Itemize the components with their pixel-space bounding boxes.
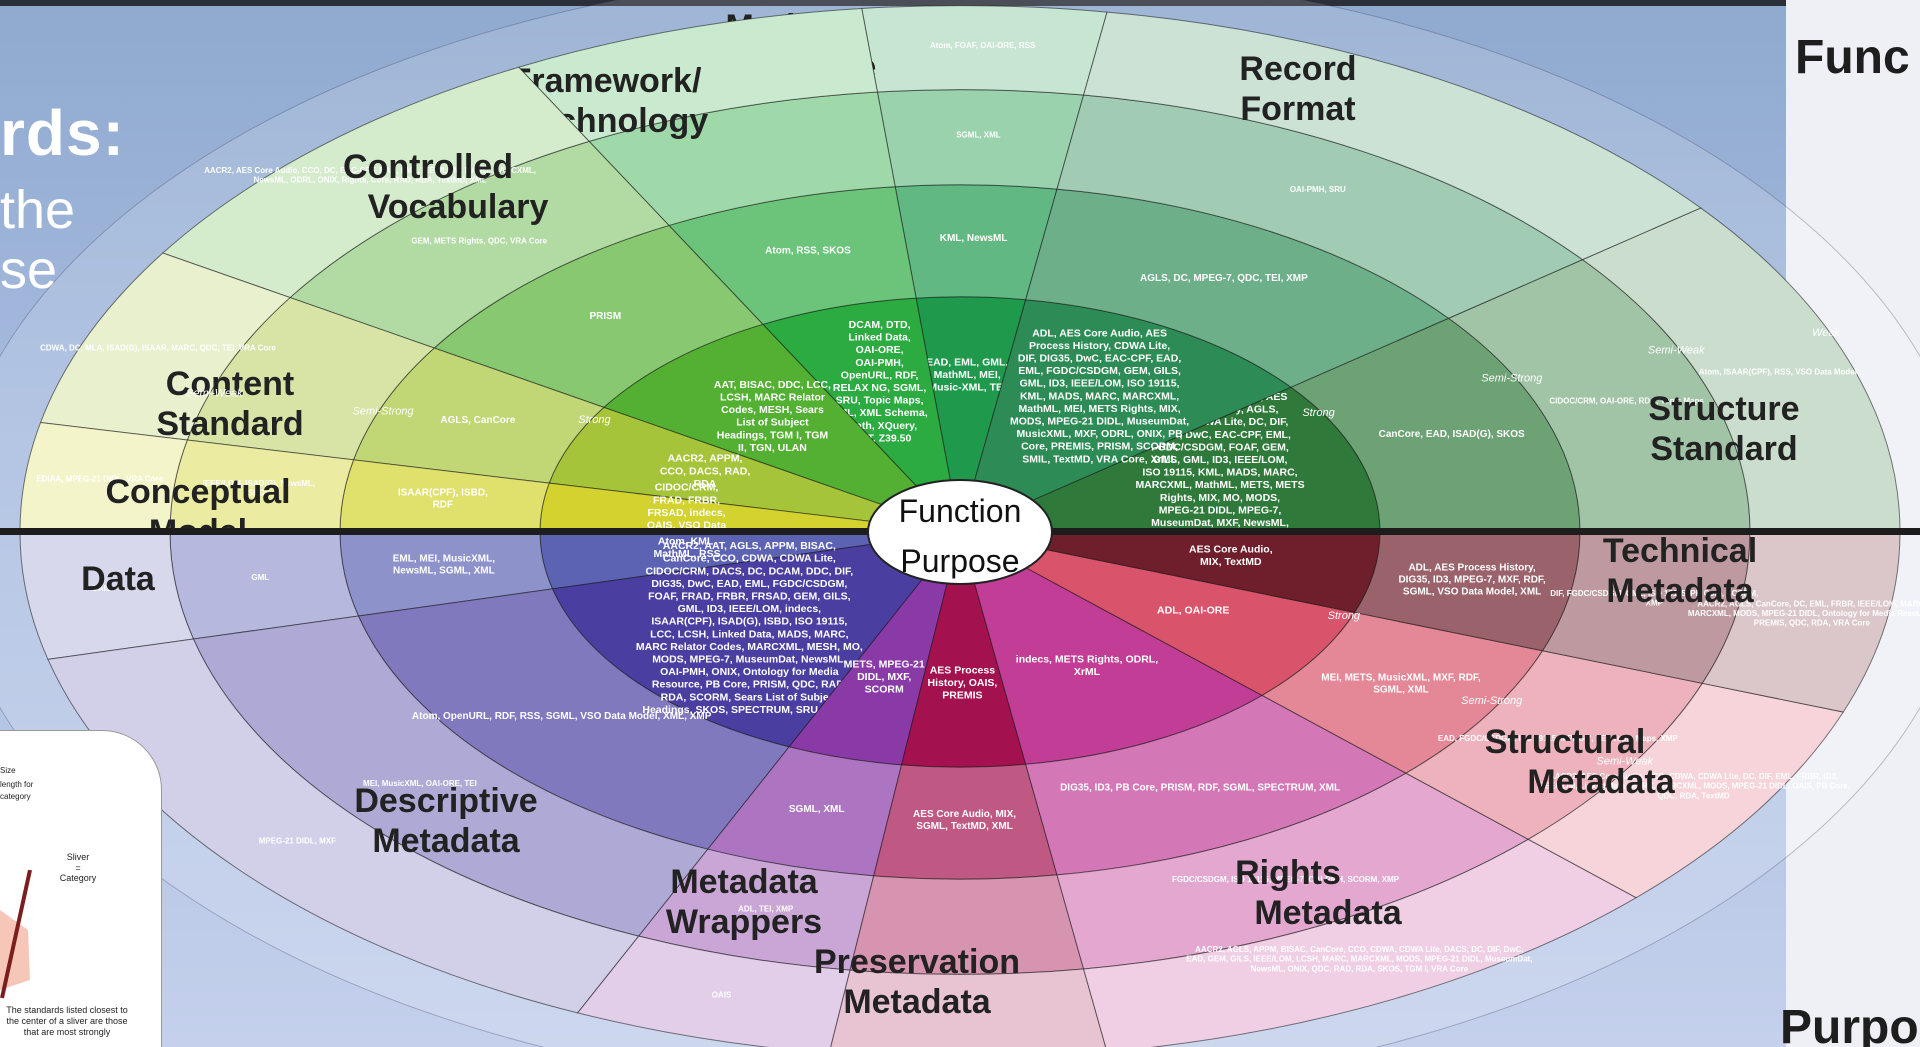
purpose-4-outer-text: FGDC/CSDGM, ISO 19115, MPEG-7, OAI-PMH, … [1172,875,1400,884]
purpose-0-outer-text: GML [251,573,269,582]
purpose-5-inner-text: ADL, OAI-ORE [1157,605,1229,617]
function-1-ring-3 [517,7,879,142]
legend-sliver-label: Sliver [66,852,90,862]
legend-size-label: Size [0,766,16,775]
purpose-4-inner-text: indecs, METS Rights, ODRL,XrML [1016,653,1158,678]
function-2-outer-text: GEM, METS Rights, QDC, VRA Core [411,236,547,245]
purpose-1-mid-text: Atom, OpenURL, RDF, RSS, SGML, VSO Data … [412,711,712,722]
strength-label-9: Semi-Weak [1597,756,1654,768]
legend-equals-label: = [75,863,81,873]
purpose-label-0: Data [81,560,156,598]
function-3-inner-text: AACR2, APPM,CCO, DACS, RAD,RDA [660,453,751,490]
function-3-ring-3 [39,252,292,441]
legend-category-label: category [0,792,31,801]
function-4-mid-text: ISAAR(CPF), ISBD,RDF [398,488,488,511]
purpose-0-mid-text: EML, MEI, MusicXML,NewsML, SGML, XML [393,553,495,576]
legend-category-word: Category [59,873,97,883]
function-2-rim-text: AACR2, AES Core Audio, CCO, DC, EAC-CPF,… [204,166,536,185]
purpose-6-outer-text: DIF, FGDC/CSDGM, GML, ISO 19115, PB Core… [1550,589,1758,608]
purpose-heading: Purpo [1780,1001,1919,1047]
purpose-6-inner-text: AES Core Audio,MIX, TextMD [1189,543,1273,568]
function-3-mid-text: AGLS, CanCore [440,415,515,426]
center-function-label: Function [899,493,1022,529]
legend-sliver-graphic [0,870,32,999]
strength-label-5: Semi-Weak [1648,344,1705,356]
function-4-rim-text: EDIAA, MPEG-21 DIDL, VRA Core [36,474,163,483]
function-4-ring-3 [19,422,188,533]
center-purpose-label: Purpose [900,543,1019,579]
purpose-5-rim-text: AACR2, AES Core Audio, CCO, CDWA, CDWA L… [1537,772,1850,800]
purpose-2-outer-text: ADL, TEI, XMP [738,905,794,914]
function-0-rim-text: Atom, FOAF, OAI-ORE, RSS [930,41,1036,50]
function-heading: Func [1795,31,1910,84]
strength-label-4: Semi-Strong [1481,372,1543,384]
left-subtitle-line-2: se [0,240,58,300]
purpose-6-mid-text: ADL, AES Process History,DIG35, ID3, MPE… [1398,563,1545,598]
purpose-2-rim-text: OAIS [712,991,732,1000]
function-6-ring-3 [1082,11,1702,261]
function-4-outer-text: IEEE/LOM, ISAD(G), NewsML,SKOS [203,479,315,498]
purpose-2-mid-text: SGML, XML [789,804,845,815]
function-6-outer-text: OAI-PMH, SRU [1290,185,1346,194]
function-1-mid-text: Atom, RSS, SKOS [765,246,851,257]
function-0-mid-text: KML, NewsML [940,233,1008,244]
function-5-outer-text: CIDOC/CRM, OAI-ORE, RDA, Topic Maps [1549,396,1704,405]
purpose-0-inner-text: Atom, KML,MathML, RSS [654,535,721,560]
function-0-outer-text: SGML, XML [956,130,1001,139]
function-3-rim-text: CDWA, DC, MLA, ISAD(G), ISAAR, MARC, QDC… [40,344,276,353]
function-2-mid-text: PRISM [590,311,622,322]
legend-note: The standards listed closest to the cent… [6,1005,128,1037]
legend-length-label: length for [0,780,34,789]
purpose-1-outer-text: MEI, MusicXML, OAI-ORE, TEI [363,779,477,788]
left-title-fragment: rds: [0,97,125,169]
strength-label-7: Strong [1328,610,1361,622]
strength-label-2: Semi-Weak [186,387,243,399]
purpose-5-mid-text: MEI, METS, MusicXML, MXF, RDF,SGML, XML [1321,672,1481,695]
strength-label-6: Weak [1812,327,1840,339]
function-2-ring-3 [161,66,591,299]
function-0-inner-text: EAD, EML, GML,MathML, MEI,Music-XML, TEI [926,356,1008,393]
strength-label-0: Strong [578,414,611,426]
strength-label-3: Strong [1302,407,1335,419]
function-5-rim-text: Atom, ISAAR(CPF), RSS, VSO Data Model [1699,367,1857,376]
purpose-0-rim-text: OAIS [92,584,112,593]
strength-label-8: Semi-Strong [1461,695,1523,707]
top-border [0,0,1920,6]
center-hub [867,479,1053,585]
purpose-5-outer-text: EAD, FGDC/CSDGM, ISO 19115, MPEG-7, TEI,… [1438,734,1679,743]
purpose-1-rim-text: MPEG-21 DIDL, MXF [259,836,336,845]
function-1-inner-text: DCAM, DTD,Linked Data,OAI-ORE,OAI-PMH,Op… [832,319,928,444]
left-subtitle-line-1: the [0,180,76,240]
function-5-mid-text: CanCore, EAD, ISAD(G), SKOS [1379,429,1525,440]
purpose-3-mid-text: AES Core Audio, MIX,SGML, TextMD, XML [913,809,1016,832]
purpose-6-rim-text: AACR2, AGLS, CanCore, DC, EML, FRBR, IEE… [1688,600,1920,628]
purpose-4-rim-text: AACR2, AGLS, APPM, BISAC, CanCore, CCO, … [1186,945,1532,973]
purpose-1-inner-text: AACR2, AAT, AGLS, APPM, BISAC,CanCore, C… [636,540,863,716]
strength-label-1: Semi-Strong [352,405,414,417]
purpose-4-mid-text: DIG35, ID3, PB Core, PRISM, RDF, SGML, S… [1060,782,1340,793]
function-6-mid-text: AGLS, DC, MPEG-7, QDC, TEI, XMP [1140,273,1308,284]
function-0-ring-3 [861,5,1108,96]
